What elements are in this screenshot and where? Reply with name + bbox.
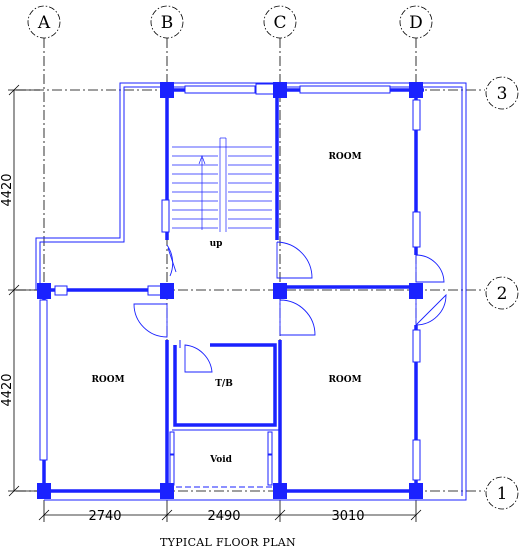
staircase: [172, 137, 272, 232]
grid-bubble-D: D: [399, 5, 433, 39]
grid-label-3: 3: [497, 84, 508, 104]
structural-columns: [37, 82, 423, 499]
grid-label-D: D: [409, 13, 423, 33]
grid-bubble-A: A: [27, 5, 61, 39]
room-label-bottom-left: ROOM: [91, 375, 124, 385]
grid-label-2: 2: [497, 284, 508, 304]
room-label-void: Void: [209, 455, 233, 465]
grid-bubble-C: C: [263, 5, 297, 39]
room-label-bottom-right: ROOM: [328, 375, 361, 385]
dim-vertical-upper: 4420: [0, 173, 15, 206]
drawing-title: TYPICAL FLOOR PLAN: [160, 536, 296, 549]
room-label-tb: T/B: [215, 379, 233, 389]
grid-bubble-2: 2: [485, 276, 519, 310]
dim-horizontal-bc: 2490: [207, 509, 240, 524]
dim-vertical-lower: 4420: [0, 373, 15, 406]
grid-bubble-B: B: [150, 5, 184, 39]
doors: [133, 241, 447, 373]
grid-bubble-1: 1: [485, 476, 519, 510]
walls: [35, 82, 467, 501]
grid-label-C: C: [273, 13, 286, 33]
dim-horizontal-ab: 2740: [88, 509, 121, 524]
windows: [39, 83, 421, 486]
grid-label-B: B: [161, 13, 174, 33]
dim-horizontal-cd: 3010: [331, 509, 364, 524]
grid-label-A: A: [37, 13, 51, 33]
horizontal-dimension: 2740 2490 3010: [38, 500, 422, 524]
grid-label-1: 1: [497, 484, 508, 504]
vertical-dimension: 4420 4420: [0, 84, 40, 497]
grid-bubble-3: 3: [485, 76, 519, 110]
room-label-top-right: ROOM: [328, 152, 361, 162]
stair-up-label: up: [210, 239, 223, 249]
